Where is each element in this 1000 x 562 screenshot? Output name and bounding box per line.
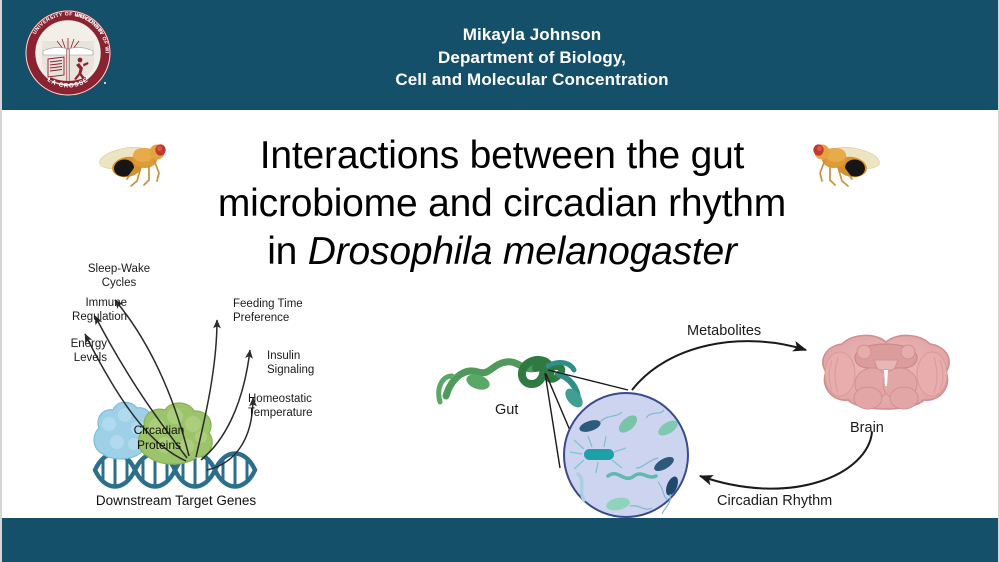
arrow-sleep-wake <box>114 299 190 457</box>
title-line-2: microbiome and circadian rhythm <box>217 182 787 225</box>
circadian-protein-outputs-diagram: Sleep-Wake Cycles Immune Regulation Ener… <box>37 258 337 508</box>
label-sleep-wake-cycles: Sleep-Wake Cycles <box>87 263 151 289</box>
department-name: Department of Biology, <box>438 47 626 67</box>
arrow-homeostatic <box>206 397 257 471</box>
title-line-1: Interactions between the gut <box>259 134 745 177</box>
author-name: Mikayla Johnson <box>462 25 602 44</box>
bacteria-shapes <box>569 409 678 515</box>
title-line-3-prefix: in <box>267 230 308 273</box>
arrow-metabolites <box>631 340 808 391</box>
page-title: Interactions between the gut microbiome … <box>122 132 882 276</box>
footer-bar <box>2 518 998 562</box>
label-immune-regulation: Immune Regulation <box>72 297 127 323</box>
program-name: Cell and Molecular Concentration <box>395 70 669 89</box>
label-insulin-signaling: Insulin Signaling <box>267 350 315 376</box>
label-homeostatic-temperature: Homeostatic Temperature <box>248 393 313 419</box>
species-name: Drosophila melanogaster <box>307 230 737 273</box>
label-circadian-rhythm: Circadian Rhythm <box>717 493 833 509</box>
arrow-immune <box>94 315 188 459</box>
label-metabolites: Metabolites <box>687 323 762 339</box>
arrow-insulin <box>200 349 253 461</box>
arrow-energy <box>84 333 187 462</box>
gut-illustration <box>436 355 583 408</box>
label-energy-levels: Energy Levels <box>70 338 107 364</box>
arrow-feeding <box>195 319 221 458</box>
title-line-3: in Drosophila melanogaster <box>122 228 882 276</box>
gut-microbiome-circle <box>563 392 689 518</box>
uw-la-crosse-seal-logo: UNIVERSITY OF WISCONSIN UNIVERSITY OF WI… <box>20 3 114 99</box>
arrow-circadian-rhythm <box>698 431 873 490</box>
fly-brain-illustration <box>822 334 950 410</box>
label-feeding-time-preference: Feeding Time Preference <box>233 298 303 324</box>
label-gut: Gut <box>495 402 519 418</box>
header-bar <box>2 0 998 110</box>
label-brain: Brain <box>850 420 884 436</box>
header-text-block: Mikayla Johnson Department of Biology, C… <box>262 24 802 92</box>
gut-brain-axis-diagram: Gut Brain Metabolites Circadian Rhythm <box>432 318 962 518</box>
label-circadian-proteins: Circadian Proteins <box>133 423 185 452</box>
output-arrows <box>84 299 257 471</box>
label-downstream-target-genes: Downstream Target Genes <box>95 493 257 508</box>
